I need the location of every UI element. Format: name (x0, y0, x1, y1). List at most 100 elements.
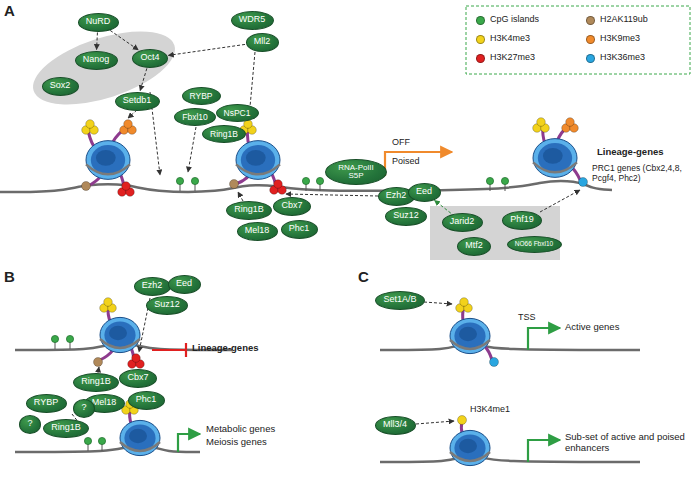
legend-text: H3K36me3 (600, 52, 645, 62)
annotation: Active genes (565, 322, 619, 333)
histone-mark (120, 120, 137, 135)
protein-complex: Phf19 (502, 211, 542, 230)
nucleosome (100, 317, 140, 352)
cpg-island (486, 177, 493, 184)
cpg-island (316, 177, 323, 184)
protein-complex: Ring1B (226, 201, 272, 220)
transcription-arrow (528, 328, 560, 350)
legend-text: H3K27me3 (490, 52, 535, 62)
histone-mark (94, 358, 103, 367)
nucleosome (236, 141, 280, 180)
cpg-island (191, 177, 198, 184)
protein-complex: Suz12 (385, 207, 427, 226)
cpg-island (84, 437, 91, 444)
protein-complex: Ring1B (202, 125, 246, 143)
protein-complex: RNA-PolII S5P (325, 159, 387, 185)
protein-complex: Phc1 (128, 391, 165, 410)
protein-complex: NuRD (78, 13, 119, 32)
protein-name: Ring1B (234, 205, 264, 214)
dashed-arrow (110, 30, 138, 49)
panel-letter: B (4, 268, 15, 285)
nucleosome (120, 420, 160, 455)
protein-complex: Eed (408, 183, 441, 202)
annotation: Lineage-genes (192, 343, 259, 354)
dashed-arrow (238, 192, 243, 201)
protein-name: Ezh2 (142, 281, 163, 290)
protein-name: Ring1B (81, 377, 111, 386)
protein-name: Cbx7 (127, 373, 148, 382)
cpg-island (51, 335, 58, 342)
histone-mark (230, 180, 239, 189)
histone-mark (270, 180, 287, 195)
protein-name: Sox2 (50, 81, 71, 90)
nucleosome (533, 139, 577, 178)
protein-complex: NO66 Fbxl10 (507, 236, 562, 253)
annotation: Meiosis genes (206, 437, 267, 448)
protein-complex: Jarid2 (442, 213, 483, 232)
protein-complex: ? (19, 415, 41, 434)
complex-region (24, 17, 183, 120)
protein-complex: Setdb1 (115, 92, 160, 111)
dna-strand (15, 446, 200, 452)
protein-name: Phc1 (289, 224, 310, 233)
legend-swatch (586, 35, 595, 44)
protein-complex: Phc1 (281, 220, 318, 239)
annotation: Metabolic genes (206, 424, 275, 435)
protein-name: Oct4 (140, 53, 159, 62)
nucleosome (450, 318, 490, 353)
protein-complex: Cbx7 (119, 369, 157, 388)
protein-name: ? (27, 419, 32, 428)
protein-name: RYBP (34, 398, 58, 407)
annotation: Lineage-genes (597, 147, 664, 158)
histone-mark (533, 118, 550, 133)
annotation: Poised (392, 156, 420, 166)
legend-swatch (476, 54, 485, 63)
protein-name: Mel18 (245, 226, 270, 235)
protein-name: RNA-PolII S5P (333, 164, 379, 181)
dashed-arrow (128, 110, 137, 118)
transcription-arrow (528, 440, 560, 462)
protein-complex: Ring1B (73, 373, 119, 392)
protein-complex: WDR5 (231, 11, 274, 30)
protein-complex: Mll3/4 (375, 416, 416, 435)
annotation: H3K4me1 (470, 404, 510, 414)
histone-mark (100, 298, 117, 313)
histone-mark (82, 120, 99, 135)
protein-complex: NsPC1 (216, 104, 259, 122)
protein-name: Suz12 (154, 300, 180, 309)
dashed-arrow (96, 32, 98, 49)
protein-name: Cbx7 (281, 201, 302, 210)
legend-text: H3K9me3 (600, 33, 640, 43)
protein-complex: Nanog (75, 51, 118, 70)
protein-name: Fbxl10 (182, 113, 208, 122)
dashed-arrow (168, 44, 245, 55)
protein-complex: Suz12 (146, 296, 188, 315)
protein-name: Jarid2 (450, 217, 475, 226)
dashed-arrow (540, 190, 580, 212)
histone-mark (128, 354, 145, 369)
transcription-arrow (385, 152, 452, 176)
protein-name: WDR5 (239, 15, 266, 24)
protein-complex: Ring1B (43, 419, 89, 438)
protein-name: ? (81, 403, 86, 412)
protein-name: Eed (416, 187, 432, 196)
protein-complex: Mtf2 (457, 237, 491, 256)
protein-complex: Oct4 (132, 49, 168, 68)
cpg-island (302, 177, 309, 184)
protein-complex: ? (73, 399, 95, 418)
legend-text: H2AK119ub (600, 14, 648, 24)
protein-name: Ezh2 (386, 191, 407, 200)
dashed-arrow (435, 200, 451, 213)
annotation: PRC1 genes (Cbx2,4,8, Pcgf4, Phc2) (592, 164, 694, 184)
panel-letter: A (4, 2, 15, 19)
protein-name: Ring1B (51, 423, 81, 432)
protein-complex: Eed (168, 275, 201, 294)
dashed-arrow (188, 127, 196, 172)
protein-name: NuRD (86, 17, 111, 26)
protein-name: Mll3/4 (383, 420, 407, 429)
protein-complex: Set1A/B (375, 291, 425, 310)
cpg-island (66, 335, 73, 342)
protein-complex: Mel18 (237, 222, 278, 241)
protein-name: Phc1 (136, 395, 157, 404)
